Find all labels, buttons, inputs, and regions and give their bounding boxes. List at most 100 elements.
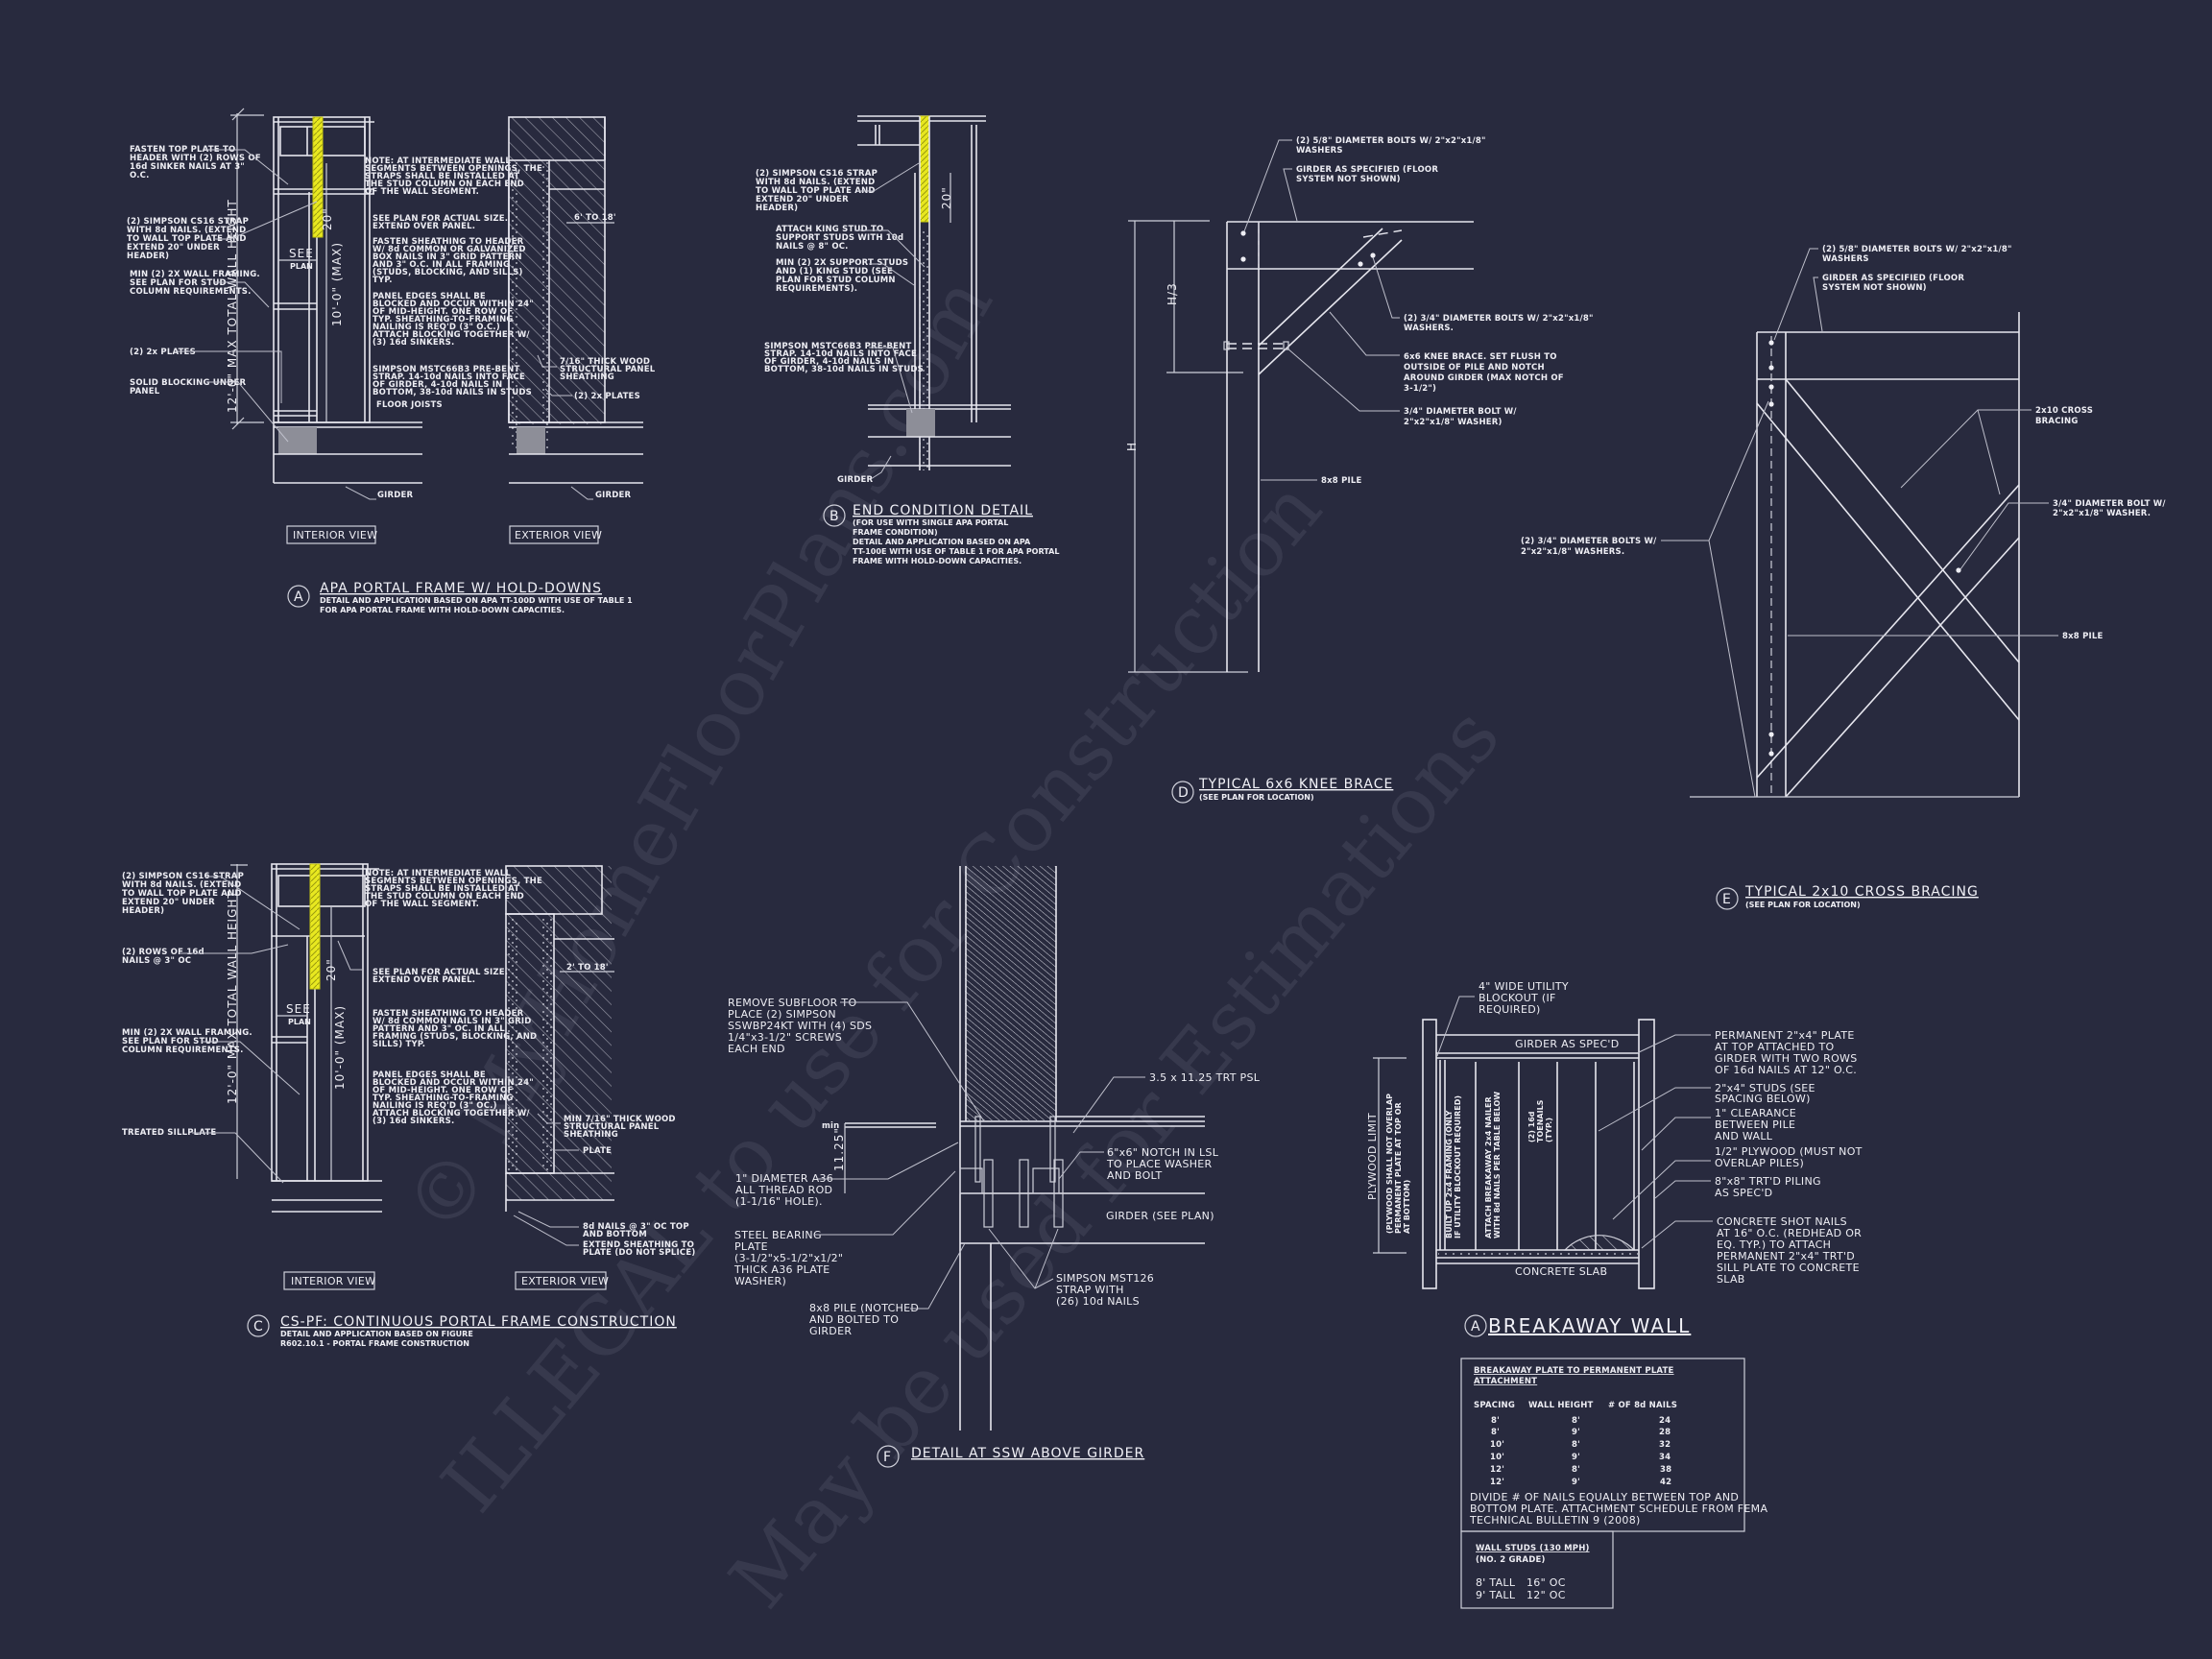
detail-b-tag-circle bbox=[823, 504, 846, 527]
wall-studs-table: WALL STUDS (130 MPH) (NO. 2 GRADE) 8' TA… bbox=[1460, 1530, 1614, 1609]
detail-c-see-plan-sub: PLAN bbox=[288, 1018, 311, 1026]
detail-f-title: DETAIL AT SSW ABOVE GIRDER bbox=[911, 1446, 1144, 1461]
svg-text:34: 34 bbox=[1659, 1453, 1671, 1462]
detail-b-subtitle-4: TT-100E WITH USE OF TABLE 1 FOR APA PORT… bbox=[853, 547, 1059, 556]
svg-text:9' TALL: 9' TALL bbox=[1476, 1589, 1516, 1601]
detail-a-girder-label-int: GIRDER bbox=[377, 491, 414, 500]
detail-f-dim-1125: 11.25" bbox=[832, 1127, 846, 1171]
detail-d-tag-circle bbox=[1171, 781, 1194, 804]
detail-a-girder-label-ext: GIRDER bbox=[595, 491, 632, 500]
detail-d-title: TYPICAL 6x6 KNEE BRACE bbox=[1198, 777, 1393, 792]
breakaway-title: BREAKAWAY WALL bbox=[1488, 1314, 1691, 1337]
svg-text:12" OC: 12" OC bbox=[1527, 1589, 1566, 1601]
detail-b-subtitle-5: FRAME WITH HOLD-DOWN CAPACITIES. bbox=[853, 557, 1022, 565]
detail-e-tag-circle bbox=[1716, 887, 1739, 910]
svg-text:INTERIOR VIEW: INTERIOR VIEW bbox=[293, 529, 377, 541]
svg-text:3.5 x 11.25 TRT PSL: 3.5 x 11.25 TRT PSL bbox=[1149, 1071, 1261, 1084]
detail-a-strap bbox=[312, 116, 324, 238]
svg-text:GIRDER (SEE PLAN): GIRDER (SEE PLAN) bbox=[1106, 1210, 1214, 1222]
svg-text:8x8 PILE: 8x8 PILE bbox=[2062, 632, 2104, 641]
detail-c-exterior-view-box: EXTERIOR VIEW bbox=[515, 1271, 609, 1290]
attachment-table-row: 10'8'32 bbox=[1490, 1440, 1671, 1450]
svg-text:(2) 16dTOENAILS(TYP.): (2) 16dTOENAILS(TYP.) bbox=[1527, 1099, 1553, 1142]
breakaway-tag-circle bbox=[1464, 1314, 1487, 1337]
svg-text:PLATE: PLATE bbox=[583, 1146, 612, 1156]
detail-a-interior-view-box: INTERIOR VIEW bbox=[286, 525, 377, 544]
detail-d-tag: D bbox=[1178, 785, 1189, 801]
studs-table-subtitle: (NO. 2 GRADE) bbox=[1476, 1555, 1546, 1565]
detail-a-tag-circle bbox=[287, 585, 310, 608]
detail-b-subtitle-2: FRAME CONDITION) bbox=[853, 528, 938, 537]
detail-a-dim-strap: 20" bbox=[321, 207, 334, 230]
breakaway-girder-label: GIRDER AS SPEC'D bbox=[1515, 1038, 1620, 1050]
breakaway-wall-detail: GIRDER AS SPEC'D CONCRETE SLAB PLYWOOD L… bbox=[1366, 980, 1863, 1337]
attachment-table-row: 12' 9' 42 bbox=[1490, 1478, 1671, 1487]
detail-c-continuous-portal-frame: 12'-0" MAX TOTAL WALL HEIGHT 10'-0" (MAX… bbox=[122, 863, 695, 1348]
detail-a-tag: A bbox=[294, 589, 303, 605]
svg-text:SEE PLAN FOR ACTUAL SIZE.EXTEN: SEE PLAN FOR ACTUAL SIZE.EXTEND OVER PAN… bbox=[373, 214, 508, 231]
detail-a-dim-width: 6' TO 18' bbox=[574, 213, 616, 223]
svg-text:SEE PLAN FOR ACTUAL SIZE.EXTEN: SEE PLAN FOR ACTUAL SIZE.EXTEND OVER PAN… bbox=[373, 968, 508, 985]
svg-text:24: 24 bbox=[1659, 1416, 1671, 1426]
svg-text:INTERIOR VIEW: INTERIOR VIEW bbox=[291, 1275, 375, 1287]
svg-text:3/4" DIAMETER BOLT W/2"x2"x1/8: 3/4" DIAMETER BOLT W/2"x2"x1/8" WASHER) bbox=[1404, 407, 1517, 427]
attachment-table: BREAKAWAY PLATE TO PERMANENT PLATE ATTAC… bbox=[1460, 1358, 1767, 1532]
svg-text:(2) 2x PLATES: (2) 2x PLATES bbox=[130, 348, 196, 357]
attachment-header-spacing: SPACING bbox=[1474, 1401, 1515, 1410]
studs-table-title: WALL STUDS (130 MPH) bbox=[1476, 1544, 1590, 1553]
detail-d-dim-h3: H/3 bbox=[1166, 282, 1179, 305]
svg-text:42: 42 bbox=[1660, 1478, 1671, 1487]
attachment-table-row: 12'8'38 bbox=[1490, 1465, 1671, 1475]
detail-e-subtitle: (SEE PLAN FOR LOCATION) bbox=[1745, 901, 1861, 909]
attachment-table-row: 8'8'24 bbox=[1491, 1416, 1671, 1426]
svg-text:9': 9' bbox=[1572, 1478, 1580, 1487]
svg-text:BUILT UP 2x4 FRAMING (ONLYIF U: BUILT UP 2x4 FRAMING (ONLYIF UTILITY BLO… bbox=[1445, 1095, 1462, 1238]
svg-text:EXTERIOR VIEW: EXTERIOR VIEW bbox=[515, 529, 602, 541]
studs-table-row: 9' TALL 12" OC bbox=[1476, 1589, 1566, 1601]
detail-a-dim-total: 12'-0" MAX TOTAL WALL HEIGHT bbox=[226, 199, 239, 413]
svg-text:12': 12' bbox=[1490, 1478, 1504, 1487]
svg-text:10': 10' bbox=[1490, 1453, 1504, 1462]
detail-d-dim-h: H bbox=[1125, 442, 1139, 451]
svg-text:8': 8' bbox=[1491, 1416, 1500, 1426]
detail-c-see-plan: SEE bbox=[286, 1002, 311, 1016]
svg-text:8': 8' bbox=[1572, 1440, 1580, 1450]
svg-text:MIN (2) 2X WALL FRAMING.SEE PL: MIN (2) 2X WALL FRAMING.SEE PLAN FOR STU… bbox=[130, 270, 260, 297]
attachment-header-nails: # OF 8d NAILS bbox=[1608, 1401, 1677, 1410]
svg-text:8' TALL: 8' TALL bbox=[1476, 1576, 1516, 1589]
attachment-table-row: 8'9'28 bbox=[1491, 1428, 1671, 1437]
detail-a-apa-portal-frame: 12'-0" MAX TOTAL WALL HEIGHT 10'-0" (MAX… bbox=[127, 108, 656, 614]
svg-text:3/4" DIAMETER BOLT W/2"x2"x1/8: 3/4" DIAMETER BOLT W/2"x2"x1/8" WASHER. bbox=[2053, 499, 2166, 518]
detail-e-tag: E bbox=[1722, 892, 1731, 907]
detail-c-interior-view-box: INTERIOR VIEW bbox=[283, 1271, 375, 1290]
svg-text:8': 8' bbox=[1572, 1465, 1580, 1475]
